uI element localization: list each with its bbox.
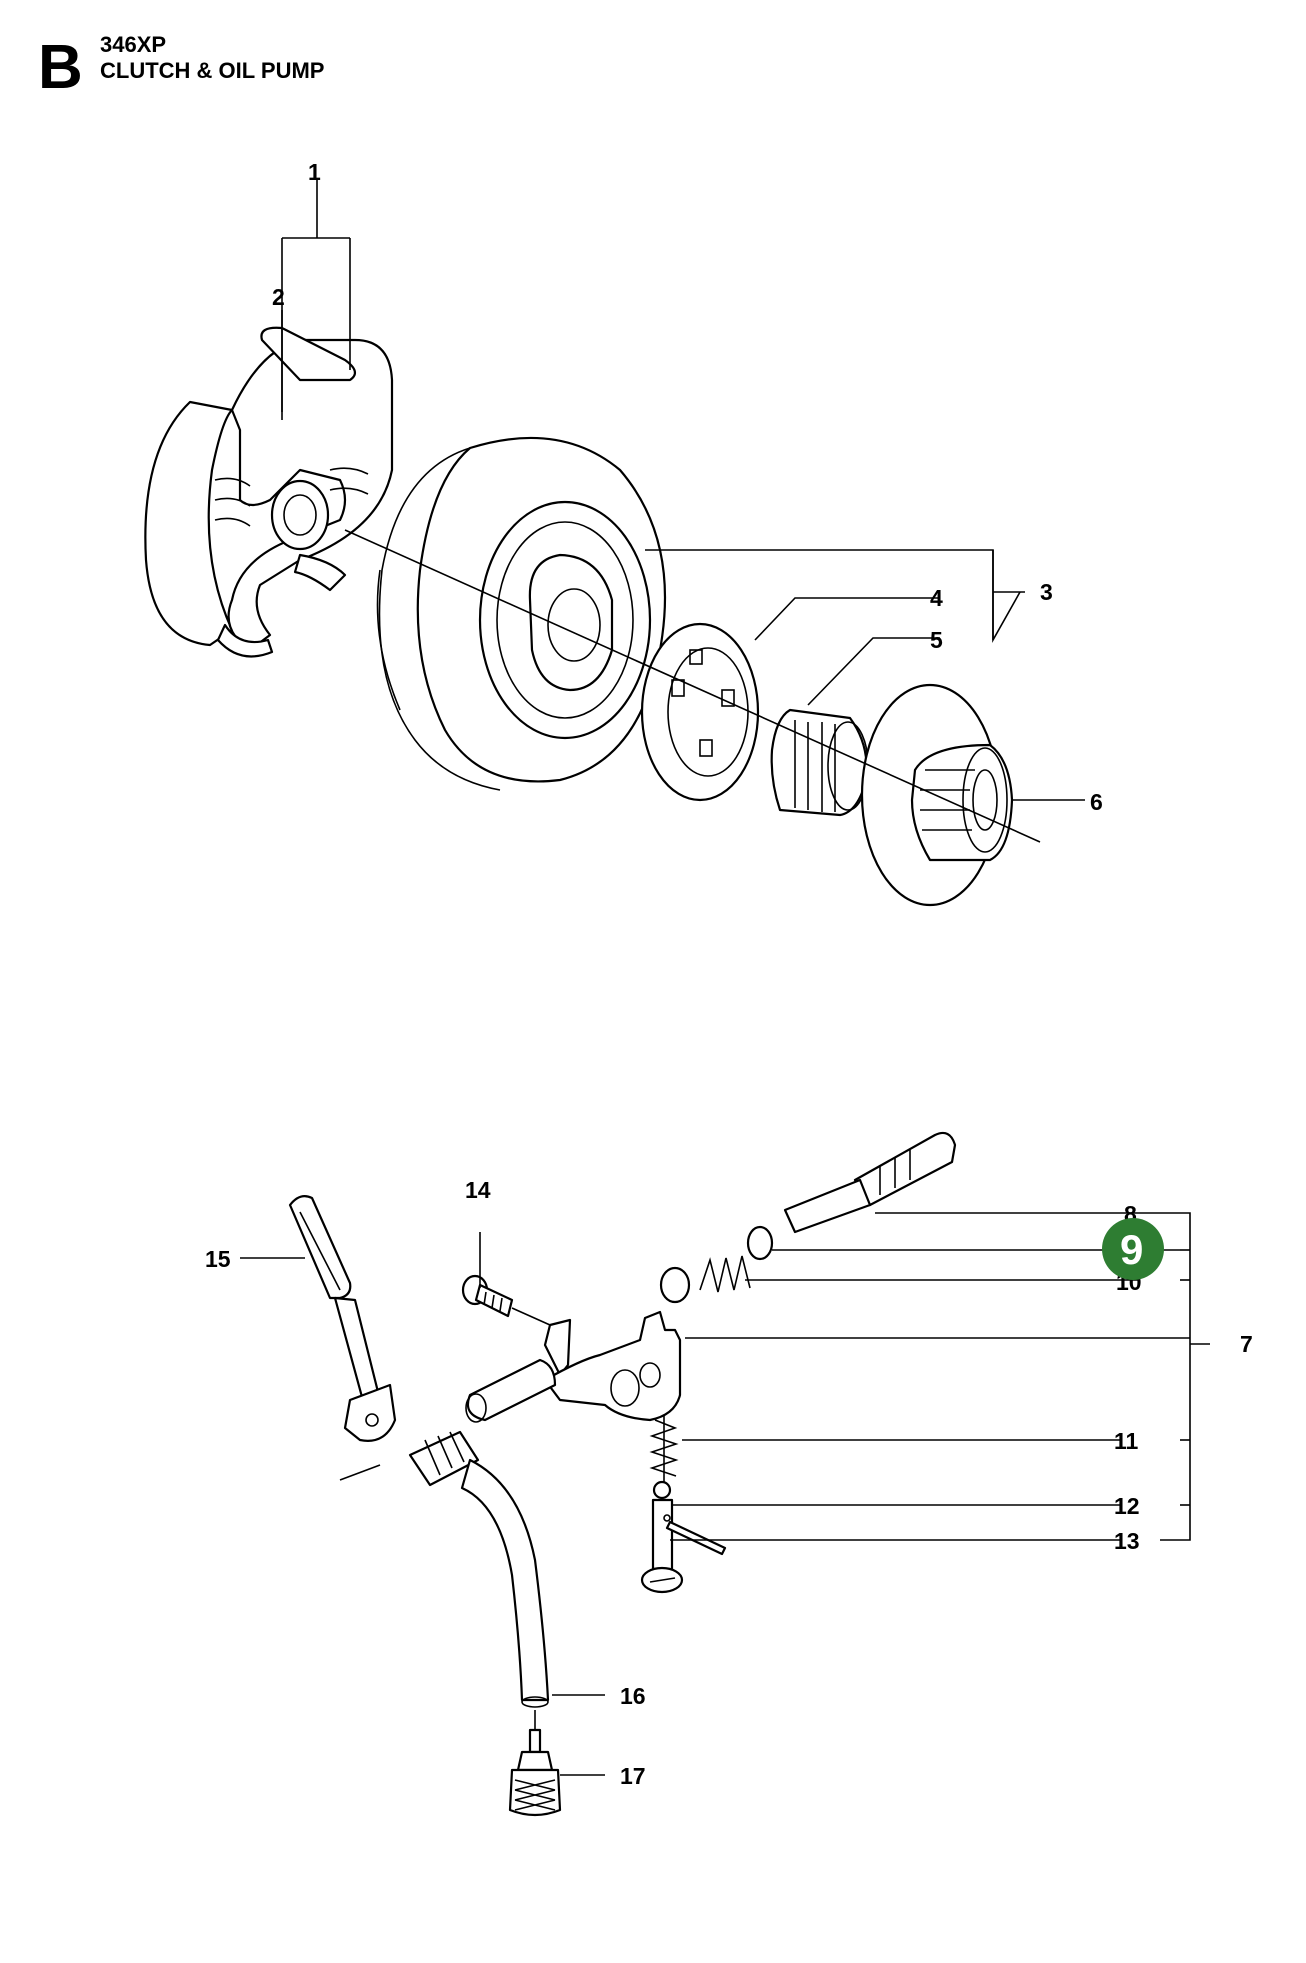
header: B 346XP CLUTCH & OIL PUMP <box>38 32 324 102</box>
page-title: CLUTCH & OIL PUMP <box>100 58 324 83</box>
washer-and-hub-drawing <box>860 683 1014 907</box>
clutch-leader-lines <box>281 180 1085 801</box>
callout-17: 17 <box>620 1763 646 1789</box>
oil-filter-drawing <box>508 1750 562 1817</box>
horizontal-spring-drawing <box>699 1255 751 1293</box>
rim-sprocket-drawing <box>640 622 760 802</box>
clutch-assembly-drawing <box>144 326 1041 907</box>
badge-label[interactable]: 9 <box>1120 1226 1143 1273</box>
oil-hose-drawing <box>408 1430 550 1754</box>
callout-13: 13 <box>1114 1528 1140 1554</box>
highlighted-part-badge[interactable]: 9 <box>1102 1218 1164 1280</box>
callout-11: 11 <box>1114 1428 1139 1454</box>
model-name: 346XP <box>100 32 166 57</box>
callout-1: 1 <box>308 159 321 185</box>
callout-5: 5 <box>930 627 943 653</box>
washer-drawing <box>746 1225 774 1261</box>
callout-16: 16 <box>620 1683 646 1709</box>
callout-12: 12 <box>1114 1493 1140 1519</box>
callout-7: 7 <box>1240 1331 1253 1357</box>
callout-15: 15 <box>205 1246 231 1272</box>
plunger-drawing <box>640 1480 727 1594</box>
clutch-drum-drawing <box>376 436 667 791</box>
lever-drawing <box>288 1195 397 1481</box>
pump-leader-lines <box>240 1212 1210 1776</box>
badge-circle[interactable] <box>1102 1218 1164 1280</box>
vertical-spring-drawing <box>649 1415 679 1490</box>
callout-4: 4 <box>930 585 943 611</box>
section-letter: B <box>38 33 83 102</box>
callout-3: 3 <box>1040 579 1053 605</box>
callout-2: 2 <box>272 284 285 310</box>
washer-10-drawing <box>659 1266 691 1304</box>
screw-14-drawing <box>461 1274 551 1326</box>
pump-shaft-drawing <box>783 1131 957 1234</box>
callout-14: 14 <box>465 1177 491 1203</box>
oil-pump-assembly-drawing <box>288 1131 957 1817</box>
pump-housing-drawing <box>465 1310 682 1423</box>
callout-6: 6 <box>1090 789 1103 815</box>
clutch-axis-line <box>344 529 1041 843</box>
needle-bearing-drawing <box>770 708 869 817</box>
clutch-shoes-drawing <box>144 326 394 658</box>
